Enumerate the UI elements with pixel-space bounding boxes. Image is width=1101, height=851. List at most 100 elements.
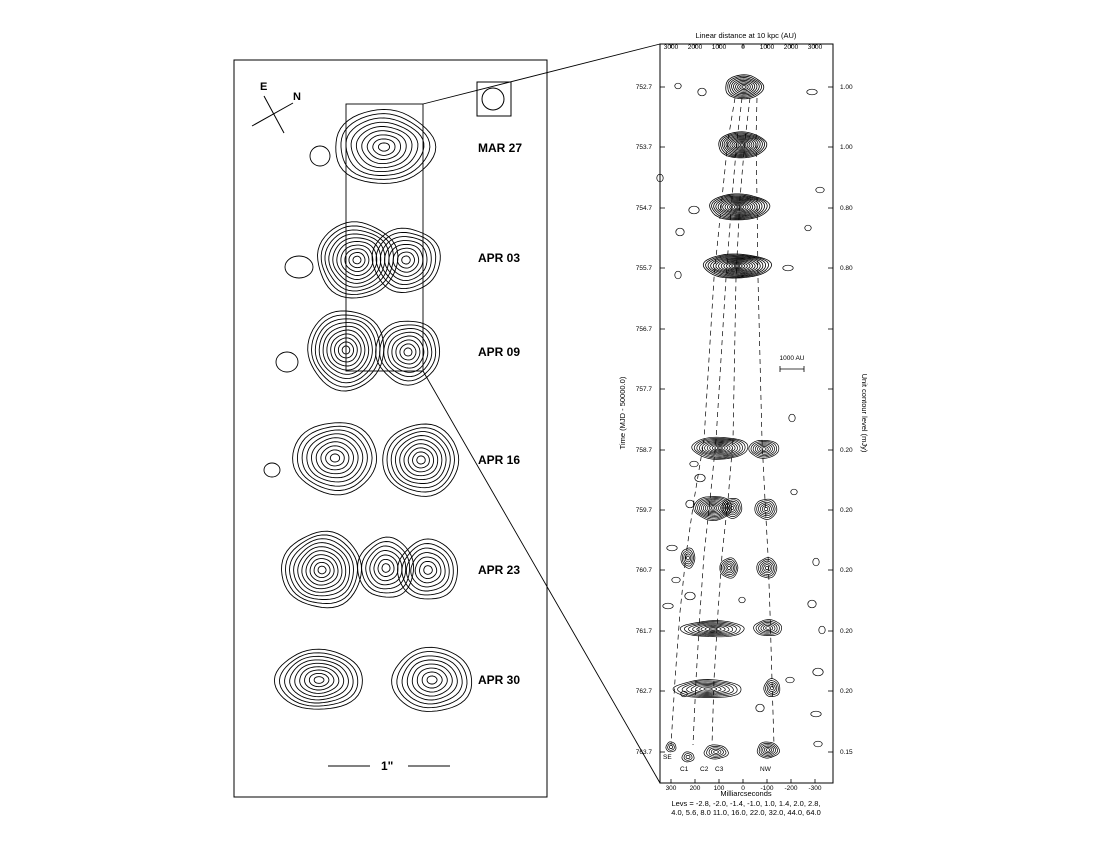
map-apr16-right-contour [416, 455, 426, 465]
noise-contour [812, 667, 824, 677]
row-761-left-contour [696, 624, 730, 634]
top-axis-tick-label: 1000 [760, 44, 775, 51]
row-761-left-contour [704, 626, 722, 632]
row-760-c2-contour [719, 557, 739, 579]
row-759-mid-contour [729, 505, 734, 510]
row-762-left [672, 679, 742, 698]
map-apr03-left-contour [328, 233, 386, 288]
map-mar27-core [335, 108, 437, 184]
row-754-map-contour [729, 202, 749, 212]
map-mar27-core-contour [377, 142, 390, 152]
map-apr09-right-contour [387, 331, 429, 373]
component-track-line [711, 97, 751, 746]
bottom-axis-tick-label: -300 [808, 785, 821, 792]
au-scale-bar: 1000 AU [780, 355, 805, 372]
row-760-c2-contour [727, 565, 731, 570]
row-763-nw [756, 741, 780, 759]
row-753-map-contour [720, 132, 765, 158]
map-apr16-right [382, 423, 460, 497]
map-apr03-right-contour [401, 255, 411, 265]
map-apr23-left-contour [293, 542, 351, 597]
noise-contour [656, 173, 664, 183]
left-axis-tick-label: 758.7 [636, 447, 653, 454]
map-apr23-left [281, 530, 362, 609]
right-axis-tick-label: 0.80 [840, 205, 853, 212]
map-apr30-left-contour [299, 666, 340, 694]
row-758-right-contour [757, 444, 771, 454]
row-758-right-contour [759, 446, 769, 452]
map-apr09-left-contour [330, 333, 362, 367]
row-758-left-contour [699, 439, 741, 457]
row-752-map [725, 74, 765, 100]
noise-contour [806, 88, 818, 96]
row-760-nw-contour [763, 564, 771, 572]
map-apr23-mid-contour [381, 563, 391, 573]
map-apr16-right-contour [386, 427, 455, 493]
row-759-mid-contour [721, 498, 743, 519]
epoch-label-apr09: APR 09 [478, 345, 520, 359]
map-apr16-left-contour [301, 429, 368, 487]
row-753-map-contour [739, 143, 745, 147]
row-752-map-contour [739, 84, 749, 91]
row-761-right-contour [760, 623, 776, 633]
map-apr30-left-contour [284, 655, 354, 704]
row-754-map-contour [731, 203, 747, 211]
contour-levels-line1: Levs = -2.8, -2.0, -1.4, -1.0, 1.0, 1.4,… [671, 799, 820, 808]
map-mar27-core-contour [335, 108, 437, 184]
row-754-map-contour [715, 196, 763, 218]
row-755-map-contour [720, 260, 754, 272]
noise-contour [697, 87, 707, 97]
row-762-left-contour [699, 686, 718, 692]
row-755-map-contour [728, 262, 746, 270]
row-758-left-contour [706, 442, 733, 454]
map-apr09-left-contour [341, 345, 351, 355]
row-760-c1-contour [684, 553, 692, 563]
row-761-left-contour [679, 620, 745, 638]
noise-contour [694, 473, 706, 483]
map-apr09-left-contour [311, 314, 381, 388]
map-apr23-right-contour [419, 560, 438, 580]
row-762-left-contour [686, 682, 730, 695]
row-754-map-contour [717, 197, 760, 217]
right-panel-frame [659, 43, 834, 784]
component-label-c1: C1 [680, 766, 689, 773]
left-axis-tick-label: 756.7 [636, 326, 653, 333]
component-track-line [692, 97, 743, 746]
compass-east-label: E [260, 81, 267, 93]
map-apr16-left-contour [325, 449, 345, 467]
map-apr09-left-contour [334, 337, 358, 363]
noise-contour [785, 676, 795, 684]
left-axis-tick-label: 760.7 [636, 567, 653, 574]
row-758-left-contour [696, 439, 743, 458]
map-apr03-left-contour [336, 241, 378, 280]
bottom-axis-tick-label: 100 [714, 785, 725, 792]
map-mar27-blob [309, 145, 331, 167]
left-axis-tick-label: 755.7 [636, 265, 653, 272]
right-axis-tick-label: 0.20 [840, 688, 853, 695]
noise-contour [675, 227, 685, 237]
map-apr03-right-contour [379, 236, 432, 286]
map-apr16-left-contour [306, 433, 364, 483]
map-apr09-left-contour [307, 310, 385, 392]
row-761-left-contour [692, 623, 734, 635]
map-apr09-left [307, 310, 385, 392]
row-760-c1-contour [680, 547, 696, 569]
beam-indicator [476, 81, 512, 117]
map-apr30-right [391, 646, 473, 712]
row-759-mid-contour [724, 500, 739, 516]
connector-line-bottom [422, 370, 661, 784]
noise-contour [782, 264, 794, 272]
bottom-axis-tick-label: 0 [741, 785, 745, 792]
map-apr30-right-contour [426, 675, 438, 685]
left-axis-tick-label: 754.7 [636, 205, 653, 212]
row-763-c1-contour [683, 753, 693, 761]
map-apr16-right-contour [382, 423, 460, 497]
map-apr16-left-contour [296, 425, 373, 491]
row-759-left-contour [703, 501, 723, 515]
row-763-nw-contour [760, 744, 777, 756]
map-apr09-right [375, 320, 441, 386]
epoch-label-apr16: APR 16 [478, 453, 520, 467]
map-apr23-mid-contour [373, 554, 399, 582]
map-apr09-left-contour [318, 322, 373, 380]
map-apr23-left-contour [309, 558, 335, 582]
